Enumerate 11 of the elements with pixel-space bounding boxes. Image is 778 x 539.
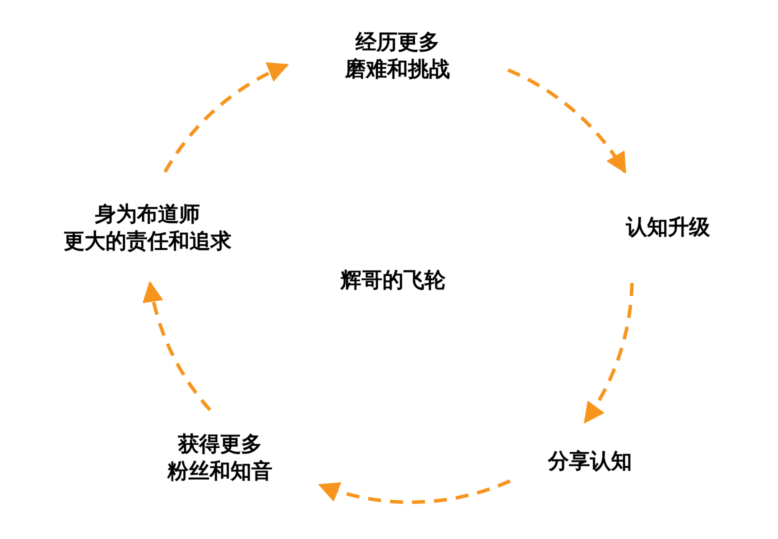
arrow — [507, 68, 626, 174]
center-title: 辉哥的飞轮 — [340, 268, 446, 292]
step-text: 获得更多粉丝和知音 — [168, 430, 272, 484]
step-text: 经历更多磨难和挑战 — [345, 29, 450, 83]
step-text: 分享认知 — [548, 448, 632, 474]
step-text: 认知升级 — [626, 214, 710, 241]
step-text: 身为布道师更大的责任和追求 — [64, 200, 232, 254]
arrow — [584, 282, 634, 424]
arrow — [164, 63, 289, 173]
arrow — [318, 479, 511, 504]
arrow — [144, 280, 212, 412]
